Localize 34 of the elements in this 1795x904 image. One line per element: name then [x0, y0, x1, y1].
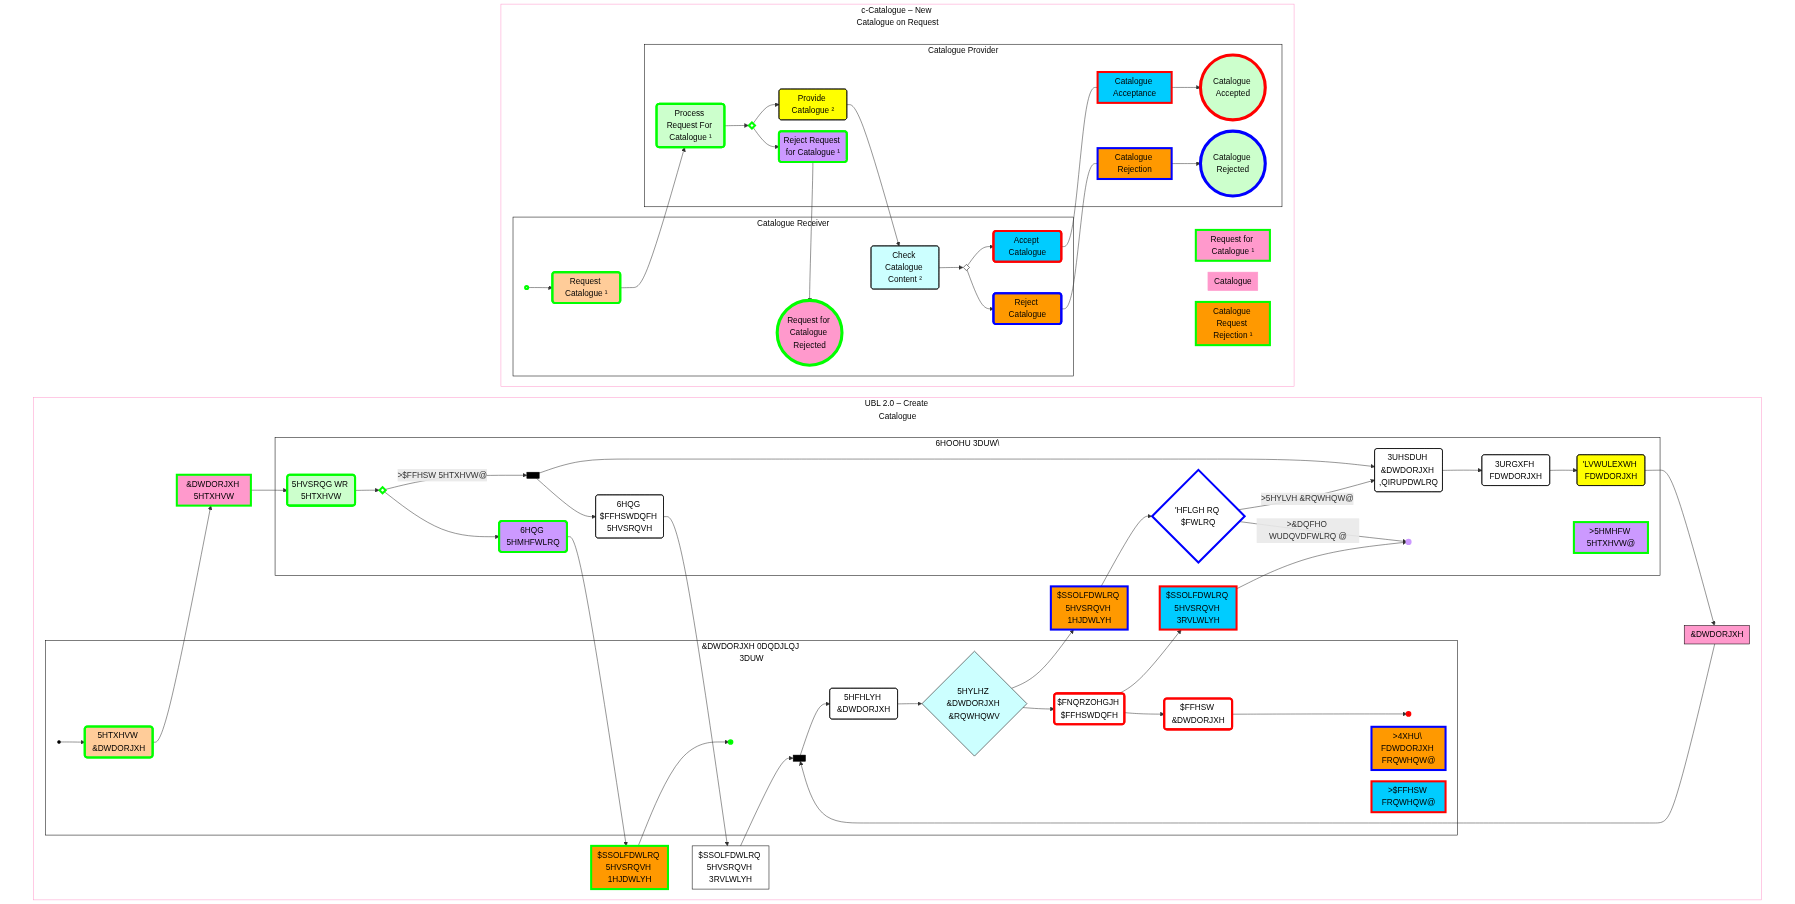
- node-circle: Request for Catalogue Rejected: [775, 298, 844, 367]
- node-circle: [1405, 711, 1412, 717]
- node-box: >$FFHSW FRQWHQW@: [1370, 780, 1447, 814]
- node-circle: [57, 740, 61, 744]
- edge-label: >&DQFHO WUDQVDFWLRQ @: [1269, 519, 1347, 541]
- node-box: Catalogue Acceptance: [1096, 71, 1173, 104]
- node-bar: [526, 471, 540, 479]
- node-box: $SSOLFDWLRQ 5HVSRQVH 1HJDWLYH: [590, 844, 669, 891]
- node-box: &DWDORJXH: [1683, 625, 1750, 645]
- node-box: &DWDORJXH 5HTXHVW: [175, 473, 252, 507]
- node-box: Request for Catalogue ¹: [1194, 228, 1271, 262]
- node-box: >4XHU\ FDWDORJXH FRQWHQW@: [1370, 725, 1447, 772]
- node-box: >5HMHFW 5HTXHVW@: [1572, 521, 1649, 554]
- node-diamond: 'HFLGH RQ $FWLRQ: [1150, 468, 1247, 564]
- node-bar: [792, 754, 806, 762]
- node-box: Catalogue Rejection: [1096, 147, 1173, 181]
- node-diamond: 5HYLHZ &DWDORJXH &RQWHQWV: [921, 650, 1028, 757]
- node-diamond: [747, 120, 757, 131]
- node-diamond: [963, 264, 970, 271]
- edge-label: >$FFHSW 5HTXHVW@: [397, 470, 487, 480]
- node-box: Catalogue Request Rejection ¹: [1194, 300, 1271, 347]
- edge-label: >5HYLVH &RQWHQW@: [1261, 494, 1354, 503]
- node-circle: Catalogue Rejected: [1198, 129, 1267, 198]
- connector: [1061, 87, 1098, 247]
- node-box: Catalogue: [1207, 271, 1259, 291]
- node-box: $SSOLFDWLRQ 5HVSRQVH 1HJDWLYH: [1049, 585, 1129, 631]
- node-box: $SSOLFDWLRQ 5HVSRQVH 3RVLWLYH: [1158, 585, 1238, 631]
- node-circle: Catalogue Accepted: [1198, 53, 1267, 122]
- node-diamond: [378, 485, 388, 495]
- node-box: $SSOLFDWLRQ 5HVSRQVH 3RVLWLYH: [691, 845, 770, 890]
- node-circle: [524, 284, 530, 291]
- connector: [1061, 163, 1098, 310]
- node-circle: [727, 739, 734, 745]
- node-circle: [1405, 538, 1412, 545]
